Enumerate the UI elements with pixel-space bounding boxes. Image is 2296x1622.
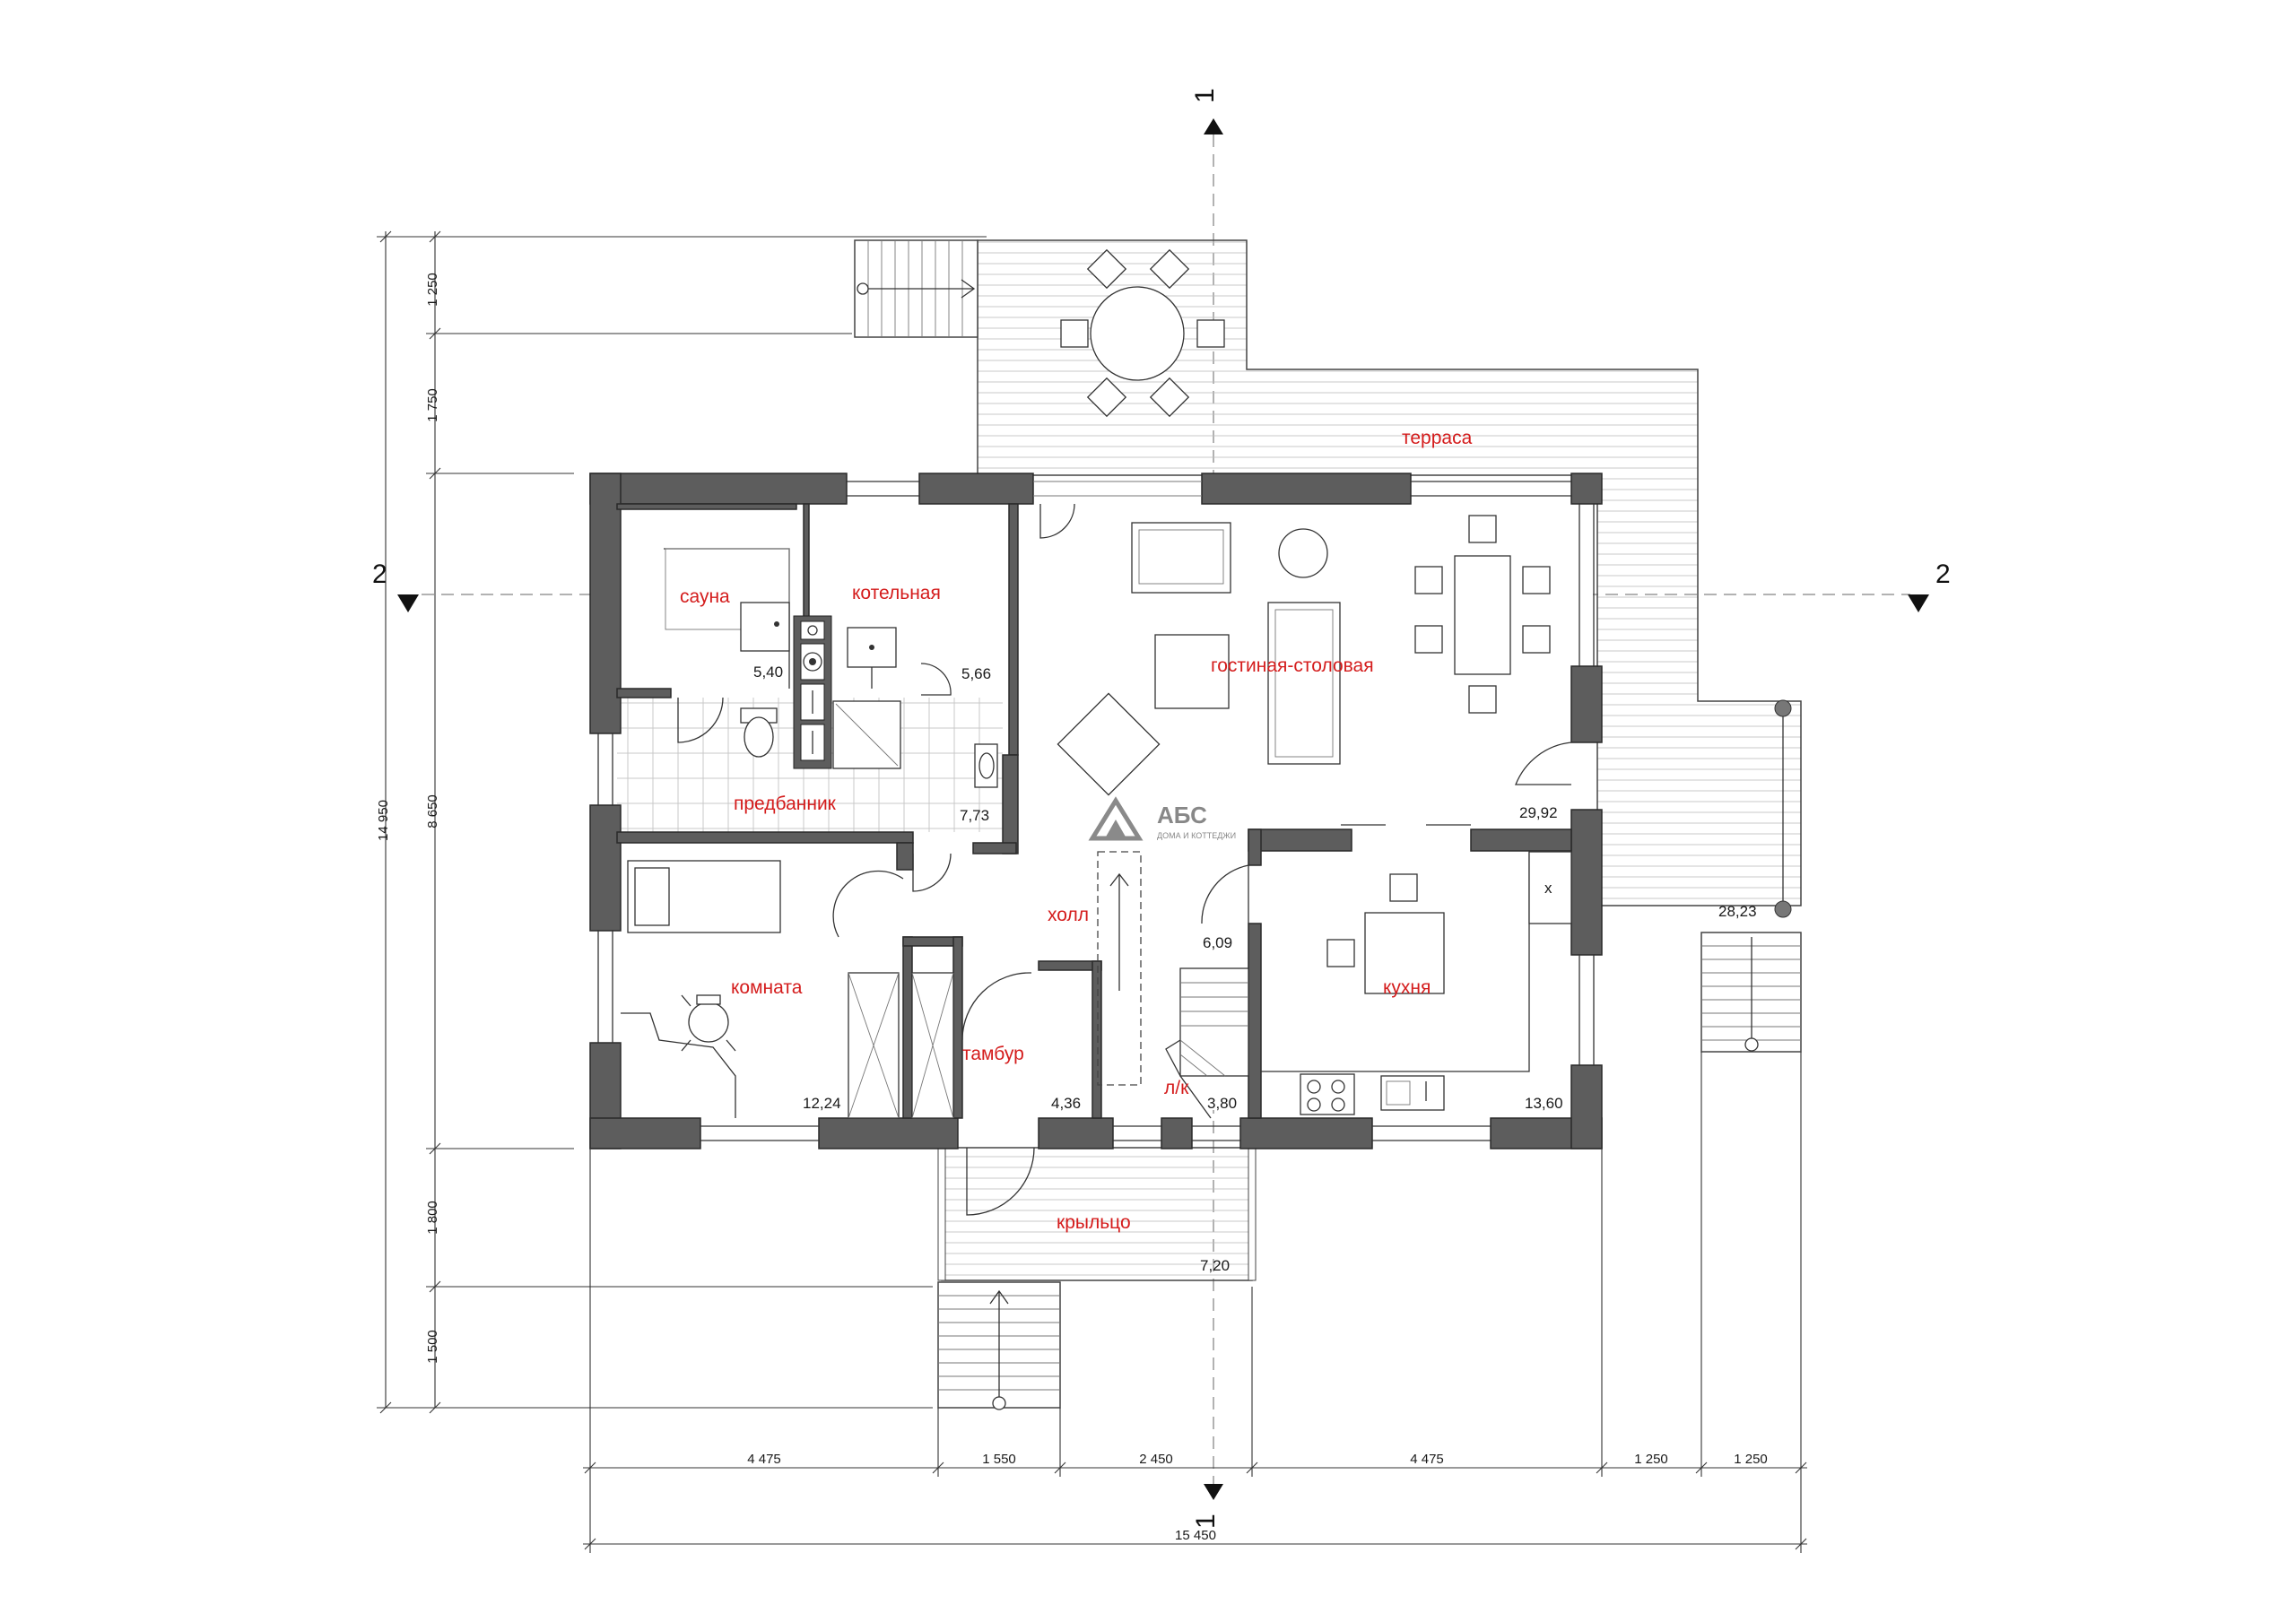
bottom-dimensions: 4 475 1 550 2 450 4 475 1 250 1 250 15 4…	[583, 1052, 1807, 1553]
kitchen-furniture	[1261, 851, 1572, 1115]
section-2-right: 2	[1935, 559, 1951, 589]
walls	[589, 473, 1603, 1149]
bathroom-fixtures	[740, 700, 998, 788]
area-stair: 3,80	[1207, 1095, 1237, 1112]
living-furniture	[1057, 515, 1551, 796]
area-room: 12,24	[803, 1095, 841, 1112]
label-boiler: котельная	[852, 583, 941, 603]
boiler-furniture	[847, 627, 897, 689]
dim-left-4: 1 800	[425, 1201, 440, 1235]
dim-left-1: 1 250	[425, 273, 440, 307]
logo-tagline: ДОМА И КОТТЕДЖИ	[1157, 831, 1236, 840]
label-sauna: сауна	[680, 586, 730, 607]
terrace-table	[1090, 286, 1185, 381]
label-hall: холл	[1048, 905, 1089, 925]
area-sauna: 5,40	[753, 664, 783, 681]
dim-left-total: 14 950	[376, 800, 391, 841]
dim-bottom-total: 15 450	[1175, 1528, 1216, 1543]
area-kitchen: 13,60	[1525, 1095, 1563, 1112]
stair-right	[1700, 932, 1802, 1053]
hall-stair	[1097, 851, 1249, 1119]
section-2-left: 2	[372, 559, 387, 589]
label-predbannik: предбанник	[734, 794, 837, 814]
area-terrace: 28,23	[1718, 903, 1757, 920]
label-terrace: терраса	[1402, 428, 1473, 448]
dim-left-5: 1 500	[425, 1330, 440, 1364]
porch	[937, 1147, 1257, 1410]
chimney-mark: x	[1544, 880, 1552, 897]
label-tambur: тамбур	[962, 1044, 1024, 1064]
section-1-bottom: 1	[1191, 1514, 1221, 1529]
dim-bottom-1: 4 475	[747, 1452, 781, 1467]
dim-left-3: 8 650	[425, 794, 440, 828]
left-dimensions: 1 250 1 750 8 650 1 800 1 500 14 950	[376, 230, 987, 1414]
area-labels: 5,40 5,66 7,73 29,92 28,23 6,09 12,24 4,…	[753, 664, 1757, 1274]
section-1-top: 1	[1190, 88, 1220, 103]
terrace	[977, 239, 1802, 927]
sauna-furniture	[664, 548, 790, 689]
section-marks: 1 1 2 2	[372, 88, 1951, 1529]
room-labels: терраса сауна котельная гостиная-столова…	[680, 428, 1473, 1233]
doors	[677, 503, 1572, 1041]
area-tambur: 4,36	[1051, 1095, 1081, 1112]
label-stair: л/к	[1164, 1078, 1189, 1098]
windows	[597, 481, 1595, 1141]
area-porch: 7,20	[1200, 1257, 1230, 1274]
area-living: 29,92	[1519, 804, 1558, 821]
dim-bottom-6: 1 250	[1734, 1452, 1768, 1467]
dim-bottom-4: 4 475	[1410, 1452, 1444, 1467]
logo-name: АБС	[1157, 802, 1207, 828]
company-logo: АБС ДОМА И КОТТЕДЖИ	[1088, 796, 1236, 841]
area-predbannik: 7,73	[960, 807, 989, 824]
area-hall: 6,09	[1203, 934, 1232, 951]
dim-bottom-5: 1 250	[1634, 1452, 1668, 1467]
dim-bottom-2: 1 550	[982, 1452, 1016, 1467]
area-boiler: 5,66	[961, 665, 991, 682]
label-living: гостиная-столовая	[1211, 655, 1374, 676]
label-room: комната	[731, 977, 803, 998]
label-porch: крыльцо	[1057, 1212, 1131, 1233]
dim-left-2: 1 750	[425, 388, 440, 422]
dim-bottom-3: 2 450	[1139, 1452, 1173, 1467]
room-furniture	[621, 860, 954, 1119]
label-kitchen: кухня	[1383, 977, 1431, 998]
stair-top-left	[854, 239, 978, 338]
